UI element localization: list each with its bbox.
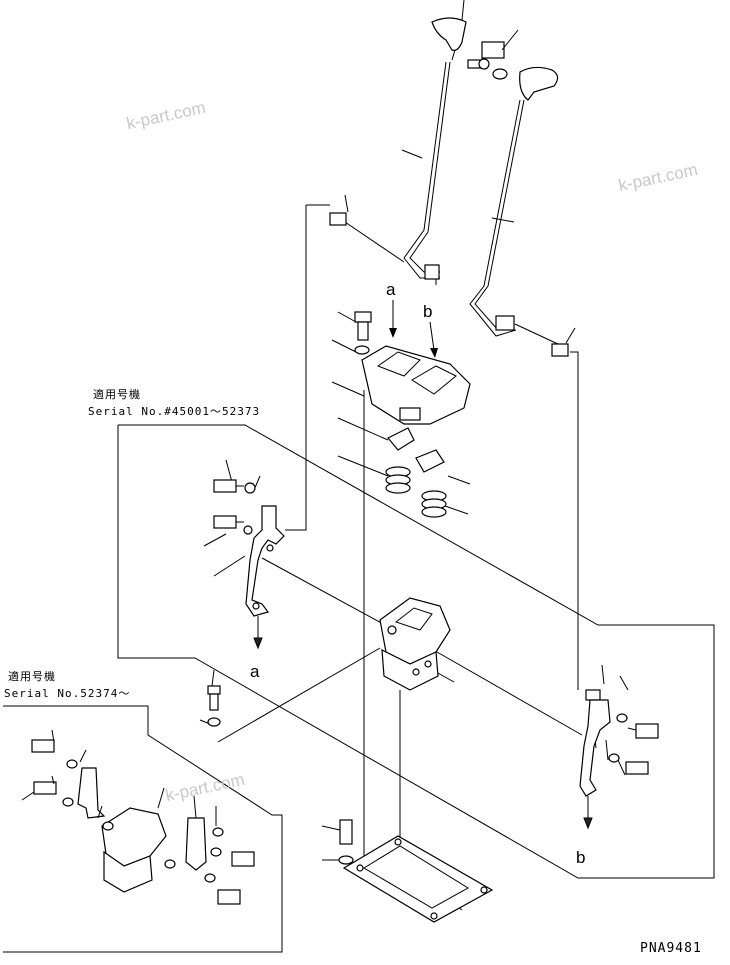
linkage-left (213, 479, 285, 650)
serial-heading-1: 適用号機 (93, 388, 141, 401)
alt-assembly (21, 729, 255, 905)
clips (329, 212, 569, 357)
linkage-right (579, 689, 659, 830)
lever-right (469, 66, 559, 337)
callout-a-bottom: a (250, 662, 260, 681)
serial-range-1: Serial No.#45001～52373 (88, 405, 261, 418)
serial-range-2: Serial No.52374～ (4, 687, 131, 700)
base-plate (338, 819, 494, 923)
drawing-code: PNA9481 (640, 941, 702, 956)
serial-heading-2: 適用号機 (8, 670, 56, 683)
lever-knob-bolt (467, 29, 519, 80)
bolt-cover (354, 311, 372, 355)
pilot-valve (379, 597, 451, 691)
callout-b-top: b (423, 302, 433, 321)
spring-stack (385, 427, 447, 518)
valve-cover (361, 345, 471, 425)
lever-left (403, 0, 467, 280)
bolt-washer-mid (207, 685, 221, 727)
callout-b-bottom: b (576, 848, 586, 867)
callout-a-top: a (386, 280, 396, 299)
